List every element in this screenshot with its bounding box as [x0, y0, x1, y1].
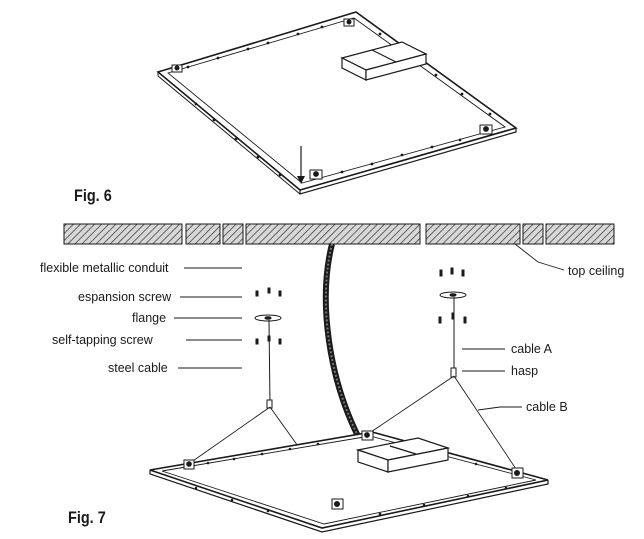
flexible-conduit [322, 243, 365, 446]
fig7-panel-outer [149, 431, 549, 529]
label-conduit: flexible metallic conduit [40, 261, 169, 275]
left-hardware [254, 287, 282, 409]
fig6-panel [156, 11, 518, 195]
label-cable-a: cable A [511, 342, 553, 356]
label-top-ceiling: top ceiling [568, 264, 625, 278]
fig6-panel-inner [167, 17, 507, 184]
fig6-corner-brackets [171, 18, 493, 180]
label-flange: flange [132, 311, 167, 325]
right-hardware [438, 267, 467, 378]
label-self-tapping-screw: self-tapping screw [52, 333, 153, 347]
fig7-panel [149, 430, 549, 533]
fig6-driver-box [340, 41, 428, 81]
fig6-panel-outer [156, 11, 518, 191]
fig7-panel-inner [161, 435, 537, 525]
label-cable-b: cable B [526, 400, 568, 414]
label-hasp: hasp [511, 364, 539, 378]
fig7-corner-brackets [183, 430, 524, 510]
fig6-down-arrow [297, 146, 305, 184]
fig6-label: Fig. 6 [74, 186, 112, 205]
leader-lines [174, 243, 565, 411]
label-espansion-screw: espansion screw [78, 290, 172, 304]
fig7-label: Fig. 7 [68, 508, 106, 527]
fig7-ceiling [63, 223, 615, 245]
fig7-driver-box [355, 437, 451, 473]
label-steel-cable: steel cable [108, 361, 168, 375]
